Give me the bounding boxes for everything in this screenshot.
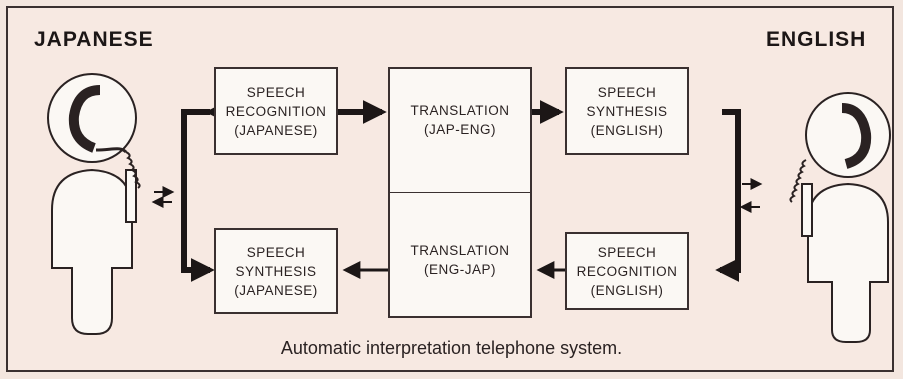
box-line: SPEECH [597, 244, 657, 260]
box-line: (JAPANESE) [234, 282, 318, 298]
box-line: TRANSLATION [410, 103, 510, 118]
right-person-icon [789, 92, 891, 343]
translation-jap-eng-box: TRANSLATION (JAP-ENG) [388, 67, 532, 193]
right-connector [715, 109, 741, 282]
box-line: (ENGLISH) [590, 282, 664, 298]
box-line: RECOGNITION [576, 263, 678, 279]
speech-recognition-english-box: SPEECH RECOGNITION (ENGLISH) [565, 232, 689, 310]
box-line: SPEECH [246, 84, 306, 100]
japanese-label: JAPANESE [34, 28, 154, 51]
speech-synthesis-japanese-box: SPEECH SYNTHESIS (JAPANESE) [214, 228, 338, 314]
box-line: RECOGNITION [225, 103, 327, 119]
box-line: (JAPANESE) [234, 122, 318, 138]
left-connector [181, 100, 230, 282]
box-line: SPEECH [597, 84, 657, 100]
left-person-icon [47, 73, 141, 335]
translation-eng-jap-box: TRANSLATION (ENG-JAP) [388, 192, 532, 318]
box-line: TRANSLATION [410, 243, 510, 258]
speech-synthesis-english-box: SPEECH SYNTHESIS (ENGLISH) [565, 67, 689, 155]
box-line: SYNTHESIS [235, 263, 317, 279]
box-line: SYNTHESIS [586, 103, 668, 119]
english-label: ENGLISH [766, 28, 867, 51]
box-line: (ENG-JAP) [424, 262, 496, 277]
box-line: (ENGLISH) [590, 122, 664, 138]
diagram-caption: Automatic interpretation telephone syste… [280, 338, 623, 358]
box-line: (JAP-ENG) [424, 122, 496, 137]
speech-recognition-japanese-box: SPEECH RECOGNITION (JAPANESE) [214, 67, 338, 155]
box-line: SPEECH [246, 244, 306, 260]
